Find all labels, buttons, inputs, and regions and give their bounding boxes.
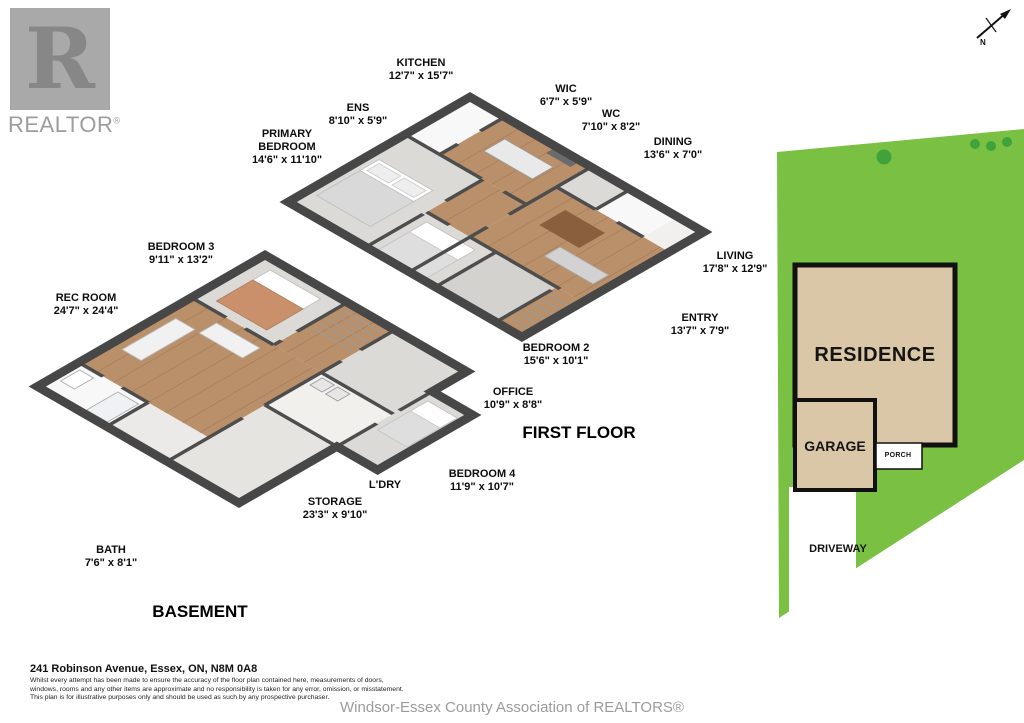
room-label-bedroom-3: BEDROOM 3 9'11" x 13'2" (148, 241, 215, 267)
room-name: REC ROOM (55, 292, 117, 304)
realtor-logo-r: R (25, 9, 95, 108)
room-label-primary-bedroom: PRIMARY BEDROOM 14'6" x 11'10" (245, 128, 329, 167)
room-label-wc: WC 7'10" x 8'2" (582, 108, 640, 134)
room-dims: 9'11" x 13'2" (149, 254, 213, 266)
room-name: ENTRY (681, 312, 719, 324)
realtor-logo: R (10, 8, 110, 110)
garage-shape (793, 398, 877, 492)
room-label-wic: WIC 6'7" x 5'9" (540, 83, 592, 109)
realtor-wordmark: REALTOR (8, 112, 114, 137)
room-dims: 10'9" x 8'8" (483, 399, 543, 411)
room-name: PRIMARY BEDROOM (258, 128, 316, 153)
room-label-bath: BATH 7'6" x 8'1" (85, 544, 137, 570)
room-name: ENS (346, 102, 370, 114)
tree-icon (1002, 137, 1012, 147)
room-label-rec-room: REC ROOM 24'7" x 24'4" (54, 292, 119, 318)
room-label-bedroom-4: BEDROOM 4 11'9" x 10'7" (449, 468, 516, 494)
tree-icon (970, 139, 980, 149)
room-name: BATH (96, 544, 126, 556)
realtor-logo-text: REALTOR® (8, 112, 121, 138)
room-label-living: LIVING 17'8" x 12'9" (703, 250, 768, 276)
registered-mark: ® (113, 115, 121, 126)
room-dims: 15'6" x 10'1" (523, 355, 589, 367)
garage-label: GARAGE (804, 438, 866, 454)
basement-title: BASEMENT (152, 602, 248, 621)
disclaimer: Whilst every attempt has been made to en… (30, 677, 404, 703)
room-dims: 11'9" x 10'7" (450, 481, 514, 493)
property-address: 241 Robinson Avenue, Essex, ON, N8M 0A8 (30, 663, 258, 675)
room-dims: 14'6" x 11'10" (251, 154, 323, 166)
room-name: STORAGE (307, 496, 363, 508)
first-floor-title: FIRST FLOOR (522, 423, 636, 442)
association-credit: Windsor-Essex County Association of REAL… (340, 699, 684, 716)
room-dims: 12'7" x 15'7" (388, 70, 454, 82)
room-dims: 8'10" x 5'9" (328, 115, 388, 127)
room-label-entry: ENTRY 13'7" x 7'9" (671, 312, 729, 338)
driveway-shape (789, 487, 856, 627)
porch-shape (875, 442, 923, 470)
room-name: BEDROOM 3 (147, 241, 215, 253)
tree-icon (986, 141, 996, 151)
room-dims: 23'3" x 9'10" (302, 509, 368, 521)
room-name: BEDROOM 2 (522, 342, 590, 354)
room-dims: 17'8" x 12'9" (702, 263, 768, 275)
room-dims: 24'7" x 24'4" (53, 305, 119, 317)
room-label-ens: ENS 8'10" x 5'9" (329, 102, 387, 128)
room-dims: 13'6" x 7'0" (643, 149, 703, 161)
room-dims: 7'10" x 8'2" (581, 121, 641, 133)
site-plan (777, 129, 1024, 627)
disclaimer-line: This plan is for illustrative purposes o… (30, 694, 330, 701)
room-name: DINING (653, 136, 693, 148)
room-name: OFFICE (492, 386, 534, 398)
disclaimer-line: Whilst every attempt has been made to en… (30, 677, 384, 684)
room-name: KITCHEN (396, 57, 446, 69)
room-label-dining: DINING 13'6" x 7'0" (644, 136, 702, 162)
basement-plan (28, 250, 482, 515)
driveway-label: DRIVEWAY (809, 543, 867, 555)
first-floor-plan (279, 92, 713, 349)
room-name: WC (601, 108, 621, 120)
room-label-bedroom-2: BEDROOM 2 15'6" x 10'1" (523, 342, 590, 368)
tree-icon (876, 149, 892, 165)
room-name: L'DRY (368, 479, 402, 491)
room-label-laundry: L'DRY (369, 479, 401, 492)
porch-label: PORCH (884, 452, 912, 459)
room-dims: 7'6" x 8'1" (84, 557, 138, 569)
room-dims: 13'7" x 7'9" (670, 325, 730, 337)
room-label-office: OFFICE 10'9" x 8'8" (484, 386, 542, 412)
room-name: WIC (555, 83, 577, 95)
compass-north-label: N (980, 38, 986, 47)
room-name: LIVING (716, 250, 754, 262)
compass-icon (976, 9, 1011, 39)
residence-label: RESIDENCE (814, 344, 936, 366)
room-name: BEDROOM 4 (448, 468, 516, 480)
room-dims: 6'7" x 5'9" (539, 96, 593, 108)
room-label-storage: STORAGE 23'3" x 9'10" (303, 496, 368, 522)
disclaimer-line: windows, rooms and any other items are a… (30, 685, 404, 693)
room-label-kitchen: KITCHEN 12'7" x 15'7" (389, 57, 454, 83)
